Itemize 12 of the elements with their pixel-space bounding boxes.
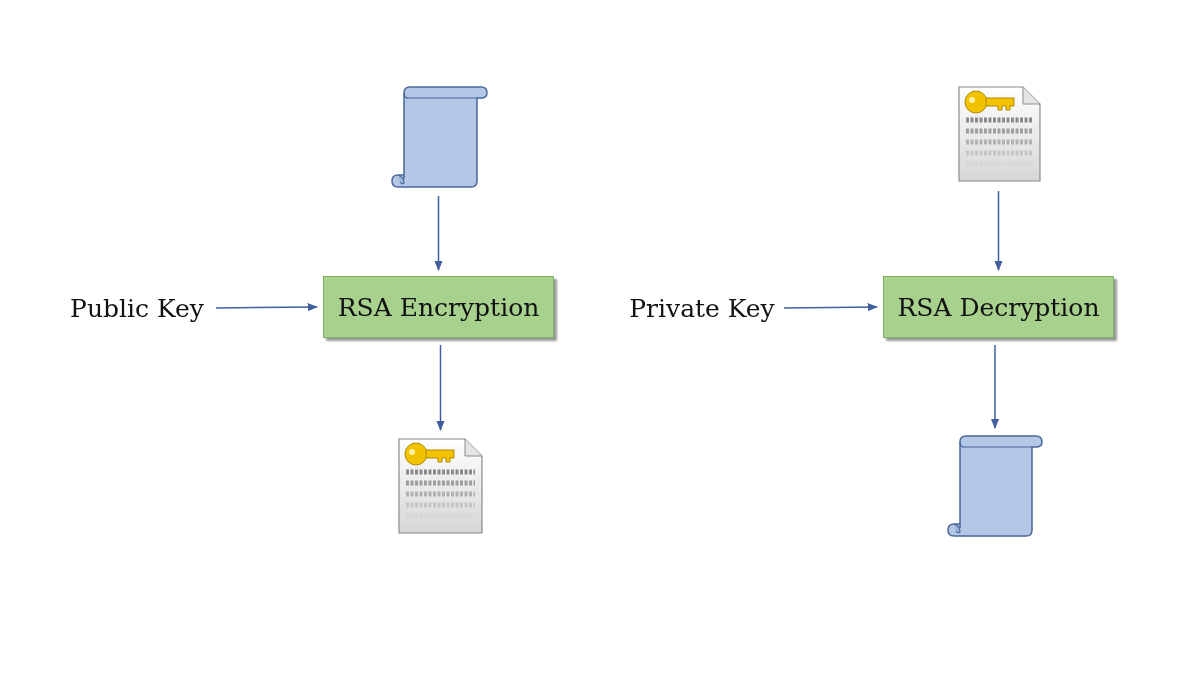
process-box xyxy=(323,276,554,338)
arrow xyxy=(215,302,319,312)
input-label: Public Key xyxy=(70,293,204,323)
process-label: RSA Decryption xyxy=(897,292,1100,322)
process-box xyxy=(883,276,1114,338)
arrow xyxy=(994,190,1003,272)
arrow xyxy=(990,344,1000,430)
arrow xyxy=(436,344,445,432)
arrow xyxy=(783,302,879,312)
process-label: RSA Encryption xyxy=(337,292,540,322)
input-label: Private Key xyxy=(629,293,775,323)
arrow xyxy=(434,195,443,272)
